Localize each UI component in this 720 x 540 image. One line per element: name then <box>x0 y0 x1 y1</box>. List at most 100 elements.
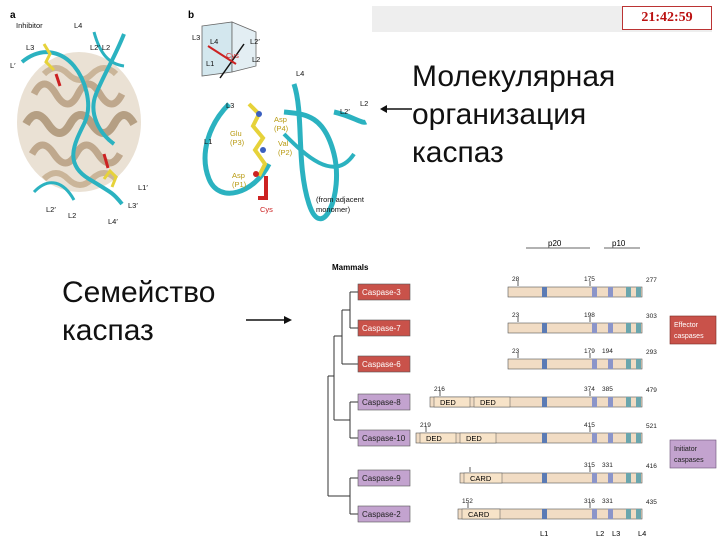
caspase-name: Caspase-9 <box>362 474 401 483</box>
label-b-p4: (P4) <box>274 124 289 133</box>
prodomain-label: DED <box>466 434 482 443</box>
label-b-adjacent-2: monomer) <box>316 205 351 214</box>
caspase-domain-bars: DED DED DED DED CARD CARD <box>415 286 643 520</box>
label-b-l4box: L4 <box>210 37 218 46</box>
label-l2: L2 <box>68 211 76 220</box>
loop-marker <box>636 397 641 407</box>
heading-line: Семейство <box>62 276 216 309</box>
panel-a-protein <box>17 31 141 206</box>
caspase-labels: Caspase-3Caspase-7Caspase-6Caspase-8Casp… <box>357 283 411 523</box>
loop-marker <box>592 287 597 297</box>
label-b-l2p: L2′ <box>340 107 350 116</box>
loop-marker <box>592 509 597 519</box>
loop-marker <box>636 323 641 333</box>
residue-number: 331 <box>602 498 613 505</box>
label-b-l1box: L1 <box>206 59 214 68</box>
heading-line: каспаз <box>62 314 154 347</box>
caspase-domain-bar <box>507 322 643 334</box>
prodomain-box <box>473 396 511 408</box>
loop-marker <box>592 359 597 369</box>
loop-marker <box>608 323 613 333</box>
residue-number: 198 <box>584 312 595 319</box>
residue-number: 331 <box>602 462 613 469</box>
heading-line: каспаз <box>412 136 504 169</box>
residue-number: 277 <box>646 277 657 284</box>
effector-group-box <box>669 315 717 345</box>
caspase-name: Caspase-3 <box>362 288 401 297</box>
initiator-label-2: caspases <box>674 457 704 464</box>
residue-number: 415 <box>584 422 595 429</box>
residue-number: 194 <box>602 348 613 355</box>
residue-number: 293 <box>646 349 657 356</box>
residue-number: 385 <box>602 386 613 393</box>
label-l1: L′ <box>10 61 16 70</box>
loop-marker <box>626 433 631 443</box>
label-b-p2: (P2) <box>278 148 293 157</box>
prodomain-box <box>461 508 501 520</box>
loop-marker <box>626 323 631 333</box>
residue-number: 521 <box>646 423 657 430</box>
prodomain-box <box>463 472 503 484</box>
tree-heading: Mammals <box>332 263 369 272</box>
label-b-cys: Cys <box>260 205 273 214</box>
residue-number: 416 <box>646 463 657 470</box>
loop-marker <box>608 509 613 519</box>
panel-a-letter: a <box>10 10 16 21</box>
caspase-name-box <box>357 429 411 447</box>
caspase-domain-bar <box>507 286 643 298</box>
label-b-l2: L2 <box>360 99 368 108</box>
initiator-label-1: Initiator <box>674 446 698 453</box>
label-b-l4: L4 <box>296 69 304 78</box>
loop-marker <box>626 397 631 407</box>
right-arrow-icon <box>246 316 292 324</box>
loop-marker <box>608 359 613 369</box>
loop-marker <box>626 359 631 369</box>
label-b-l1: L1 <box>204 137 212 146</box>
loop-marker <box>592 473 597 483</box>
clock: 21:42:59 <box>622 6 712 30</box>
label-l4: L4 <box>74 21 82 30</box>
caspase-name-box <box>357 469 411 487</box>
loop-l2: L2 <box>596 529 604 538</box>
label-b-val: Val <box>278 139 289 148</box>
prodomain-label: DED <box>480 398 496 407</box>
prodomain-box <box>419 432 457 444</box>
prodomain-label: DED <box>440 398 456 407</box>
loop-marker <box>592 433 597 443</box>
residue-number: 374 <box>584 386 595 393</box>
caspase-name-box <box>357 393 411 411</box>
residue-number: 315 <box>584 462 595 469</box>
label-b-p3: (P3) <box>230 138 245 147</box>
loop-l1: L1 <box>540 529 548 538</box>
loop-marker <box>636 287 641 297</box>
label-b-l2ptop: L2′ <box>250 37 260 46</box>
label-b-asp-p4: Asp <box>274 115 287 124</box>
label-b-cystop: Cys <box>226 51 239 60</box>
loop-marker <box>608 397 613 407</box>
residue-number: 152 <box>462 498 473 505</box>
label-inhibitor: Inhibitor <box>16 21 43 30</box>
residue-number: 23 <box>512 312 520 319</box>
heading-line: Молекулярная <box>412 60 616 93</box>
loop-marker <box>626 287 631 297</box>
residue-number: 435 <box>646 499 657 506</box>
loop-marker <box>626 473 631 483</box>
residue-number: 28 <box>512 276 520 283</box>
slide-heading-left: Семейство каспаз <box>62 274 262 350</box>
label-b-glu: Glu <box>230 129 242 138</box>
residue-number: 179 <box>584 348 595 355</box>
label-b-l3: L3 <box>192 33 200 42</box>
phylogeny-tree <box>327 291 358 515</box>
loop-l3: L3 <box>612 529 620 538</box>
left-arrow-icon <box>380 105 412 113</box>
prodomain-label: CARD <box>468 510 490 519</box>
caspase-name: Caspase-7 <box>362 324 401 333</box>
caspase-name: Caspase-8 <box>362 398 401 407</box>
slide-heading-right: Молекулярная организация каспаз <box>412 58 672 172</box>
caspase-name: Caspase-10 <box>362 434 406 443</box>
label-b-adjacent-1: (from adjacent <box>316 195 365 204</box>
loop-marker <box>592 397 597 407</box>
loop-marker <box>542 359 547 369</box>
prodomain-label: DED <box>426 434 442 443</box>
prodomain-label: CARD <box>470 474 492 483</box>
